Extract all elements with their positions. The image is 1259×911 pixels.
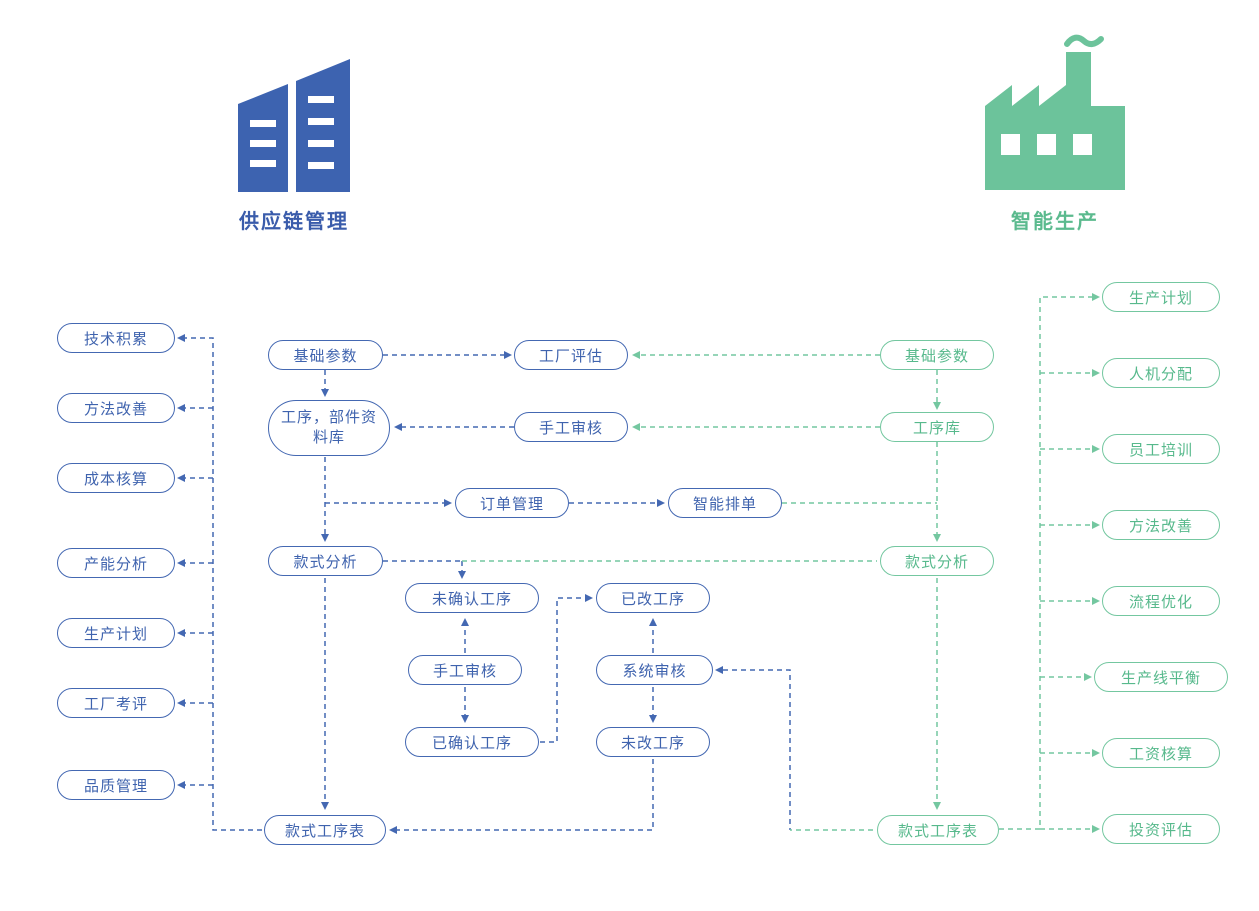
node-line-balancing: 生产线平衡 bbox=[1094, 662, 1228, 692]
node-tech-accumulation: 技术积累 bbox=[57, 323, 175, 353]
node-manual-review-upper: 手工审核 bbox=[514, 412, 628, 442]
supply-chain-title: 供应链管理 bbox=[239, 211, 349, 233]
node-process-optimization: 流程优化 bbox=[1102, 586, 1220, 616]
node-system-review: 系统审核 bbox=[596, 655, 713, 685]
node-quality-mgmt: 品质管理 bbox=[57, 770, 175, 800]
node-order-mgmt: 订单管理 bbox=[455, 488, 569, 518]
node-style-process-table-prod: 款式工序表 bbox=[877, 815, 999, 845]
node-process-library: 工序库 bbox=[880, 412, 994, 442]
node-unconfirmed-process: 未确认工序 bbox=[405, 583, 539, 613]
node-manual-review-mid: 手工审核 bbox=[408, 655, 522, 685]
node-style-process-table-supply: 款式工序表 bbox=[264, 815, 386, 845]
node-cost-accounting: 成本核算 bbox=[57, 463, 175, 493]
node-staff-training: 员工培训 bbox=[1102, 434, 1220, 464]
node-production-plan-left: 生产计划 bbox=[57, 618, 175, 648]
node-method-improve-left: 方法改善 bbox=[57, 393, 175, 423]
node-base-params-supply: 基础参数 bbox=[268, 340, 383, 370]
supply-chain-brand: 供应链管理 bbox=[238, 40, 350, 234]
node-confirmed-process: 已确认工序 bbox=[405, 727, 539, 757]
building-icon bbox=[238, 59, 350, 192]
node-smart-scheduling: 智能排单 bbox=[668, 488, 782, 518]
node-method-improve-right: 方法改善 bbox=[1102, 510, 1220, 540]
node-salary-accounting: 工资核算 bbox=[1102, 738, 1220, 768]
blue-connectors bbox=[177, 334, 791, 834]
node-investment-eval: 投资评估 bbox=[1102, 814, 1220, 844]
node-style-analysis-supply: 款式分析 bbox=[268, 546, 383, 576]
node-factory-eval: 工厂评估 bbox=[514, 340, 628, 370]
node-style-analysis-prod: 款式分析 bbox=[880, 546, 994, 576]
node-man-machine-allocation: 人机分配 bbox=[1102, 358, 1220, 388]
node-process-parts-db: 工序，部件资料库 bbox=[268, 400, 390, 456]
node-base-params-prod: 基础参数 bbox=[880, 340, 994, 370]
green-connectors bbox=[462, 293, 1100, 833]
factory-icon bbox=[985, 34, 1125, 190]
node-production-plan-right: 生产计划 bbox=[1102, 282, 1220, 312]
node-factory-appraisal: 工厂考评 bbox=[57, 688, 175, 718]
node-changed-process: 已改工序 bbox=[596, 583, 710, 613]
node-capacity-analysis: 产能分析 bbox=[57, 548, 175, 578]
node-unchanged-process: 未改工序 bbox=[596, 727, 710, 757]
production-brand: 智能生产 bbox=[985, 32, 1125, 234]
production-title: 智能生产 bbox=[1011, 211, 1099, 233]
